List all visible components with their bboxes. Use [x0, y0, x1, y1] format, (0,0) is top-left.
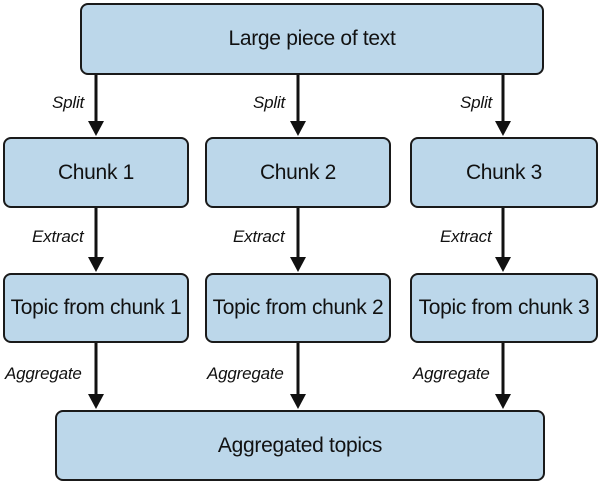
- extract-arrow-1: [88, 208, 104, 272]
- aggregate-label-1: Aggregate: [5, 364, 82, 383]
- chunk-label-2: Chunk 2: [259, 160, 337, 184]
- split-label-2: Split: [253, 93, 286, 112]
- chunk-box-3: Chunk 3: [410, 137, 598, 208]
- split-label-1: Split: [52, 93, 85, 112]
- extract-arrow-2: [290, 208, 306, 272]
- topic-box-2: Topic from chunk 2: [205, 273, 391, 343]
- chunk-label-3: Chunk 3: [465, 160, 543, 184]
- extract-label-2: Extract: [233, 227, 285, 246]
- aggregate-arrow-2: [290, 343, 306, 409]
- aggregated-topics-box: Aggregated topics: [55, 410, 545, 481]
- split-label-3: Split: [460, 93, 493, 112]
- aggregate-label-2: Aggregate: [207, 364, 284, 383]
- aggregate-label-3: Aggregate: [413, 364, 490, 383]
- split-arrow-3: [495, 75, 511, 136]
- topic-label-2: Topic from chunk 2: [212, 296, 384, 319]
- extract-arrow-3: [495, 208, 511, 272]
- topic-box-1: Topic from chunk 1: [3, 273, 189, 343]
- topic-label-1: Topic from chunk 1: [10, 296, 182, 319]
- large-text-label: Large piece of text: [228, 27, 396, 50]
- aggregate-arrow-1: [88, 343, 104, 409]
- split-arrow-2: [290, 75, 306, 136]
- topic-label-3: Topic from chunk 3: [418, 296, 590, 319]
- extract-label-3: Extract: [440, 227, 492, 246]
- split-arrow-1: [88, 75, 104, 136]
- aggregated-topics-label: Aggregated topics: [217, 433, 383, 457]
- extract-label-1: Extract: [32, 227, 84, 246]
- chunk-box-1: Chunk 1: [3, 137, 189, 208]
- large-text-box: Large piece of text: [80, 3, 544, 75]
- chunk-box-2: Chunk 2: [205, 137, 391, 208]
- topic-box-3: Topic from chunk 3: [410, 273, 598, 343]
- chunk-label-1: Chunk 1: [57, 160, 135, 184]
- aggregate-arrow-3: [495, 343, 511, 409]
